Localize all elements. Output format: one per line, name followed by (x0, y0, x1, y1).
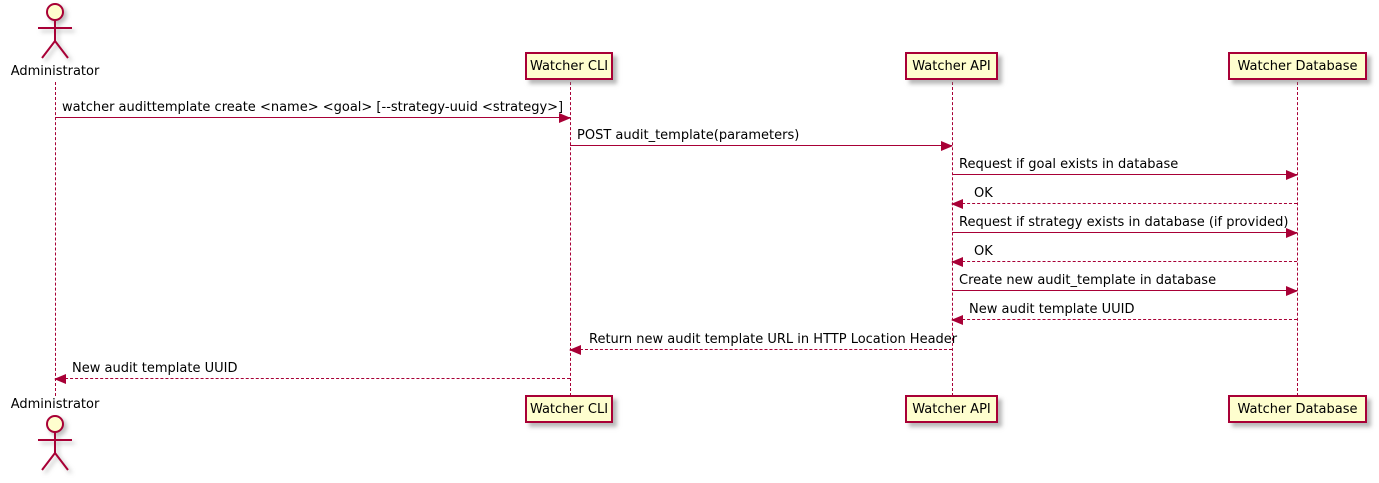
arrowhead-right-icon (559, 113, 571, 123)
message-7: Create new audit_template in database (952, 271, 1298, 296)
arrowhead-left-icon (951, 315, 963, 325)
message-line (952, 232, 1297, 233)
arrowhead-right-icon (1286, 228, 1298, 238)
participant-label: Watcher Database (1237, 58, 1358, 74)
participant-label: Watcher API (912, 401, 991, 417)
arrowhead-left-icon (569, 345, 581, 355)
message-line (952, 290, 1297, 291)
message-8: New audit template UUID (951, 300, 1297, 325)
message-1: watcher audittemplate create <name> <goa… (55, 98, 571, 123)
message-line (952, 319, 1297, 320)
message-line (952, 261, 1297, 262)
participant-watcher-cli-top: Watcher CLI (525, 52, 613, 80)
actor-icon (38, 3, 72, 59)
participant-label: Watcher API (912, 58, 991, 74)
message-2: POST audit_template(parameters) (570, 126, 953, 151)
message-10: New audit template UUID (54, 359, 570, 384)
actor-label-administrator-bottom: Administrator (10, 397, 100, 412)
arrowhead-left-icon (54, 374, 66, 384)
arrowhead-right-icon (941, 141, 953, 151)
message-label: New audit template UUID (969, 302, 1135, 317)
participant-watcher-database-top: Watcher Database (1228, 52, 1367, 80)
message-3: Request if goal exists in database (952, 155, 1298, 180)
actor-icon (38, 415, 72, 471)
participant-label: Watcher Database (1237, 401, 1358, 417)
message-line (570, 145, 952, 146)
participant-watcher-database-bottom: Watcher Database (1228, 395, 1367, 423)
message-line (952, 174, 1297, 175)
lifeline-watcher-api (952, 82, 953, 396)
message-line (55, 378, 570, 379)
participant-watcher-api-bottom: Watcher API (905, 395, 998, 423)
participant-label: Watcher CLI (529, 401, 609, 417)
message-label: OK (974, 186, 993, 201)
message-5: Request if strategy exists in database (… (952, 213, 1298, 238)
participant-watcher-api-top: Watcher API (905, 52, 998, 80)
message-label: Request if goal exists in database (959, 157, 1179, 172)
message-label: New audit template UUID (72, 361, 238, 376)
arrowhead-right-icon (1286, 170, 1298, 180)
message-9: Return new audit template URL in HTTP Lo… (569, 330, 957, 355)
actor-label-administrator-top: Administrator (10, 64, 100, 79)
message-label: Request if strategy exists in database (… (959, 215, 1289, 230)
arrowhead-right-icon (1286, 286, 1298, 296)
message-line (570, 349, 952, 350)
lifeline-watcher-cli (570, 82, 571, 396)
message-label: Create new audit_template in database (959, 273, 1217, 288)
message-4: OK (951, 184, 1297, 209)
message-line (952, 203, 1297, 204)
message-6: OK (951, 242, 1297, 267)
message-label: watcher audittemplate create <name> <goa… (62, 100, 564, 115)
message-label: Return new audit template URL in HTTP Lo… (589, 332, 958, 347)
participant-watcher-cli-bottom: Watcher CLI (525, 395, 613, 423)
arrowhead-left-icon (951, 199, 963, 209)
message-label: POST audit_template(parameters) (577, 128, 800, 143)
message-label: OK (974, 244, 993, 259)
lifeline-administrator (55, 82, 56, 396)
lifeline-watcher-database (1297, 82, 1298, 396)
arrowhead-left-icon (951, 257, 963, 267)
message-line (55, 117, 570, 118)
participant-label: Watcher CLI (529, 58, 609, 74)
